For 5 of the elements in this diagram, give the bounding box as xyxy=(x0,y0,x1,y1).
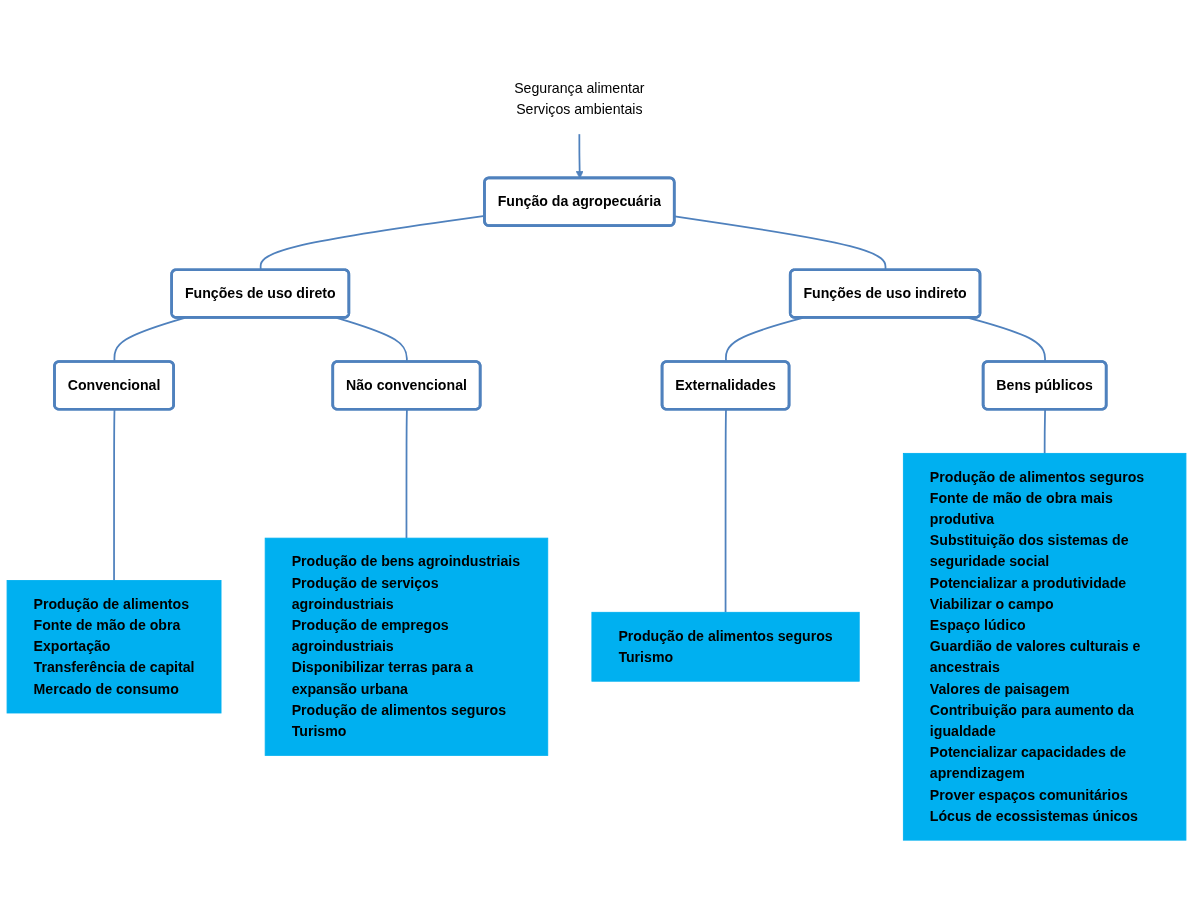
node-box: Produção de alimentos Fonte de mão de obra Exportação Transferência de capital Mercado de consumo xyxy=(6,580,222,714)
node-box: Produção de bens agroindustriais Produção de serviços agroindustriais Produção de empregos agroindustriais Disponibilizar terras para a expansão urbana Produção de alimentos seguros Turismo xyxy=(264,537,549,756)
node-text: Segurança alimentar Serviços ambientais xyxy=(514,80,645,117)
node-box: Produção de alimentos seguros Fonte de mão de obra mais produtiva Substituição dos sistemas de seguridade social Potencializar a produtividade Viabilizar o campo Espaço lúdico Guardião de valores culturais e ancestrais Valores de paisagem Contribuição para aumento da igualdade Potencializar capacidades de aprendizagem Prover espaços comunitários Lócus de ecossistemas únicos xyxy=(902,452,1187,841)
node-box: Produção de alimentos seguros Turismo xyxy=(591,611,860,682)
